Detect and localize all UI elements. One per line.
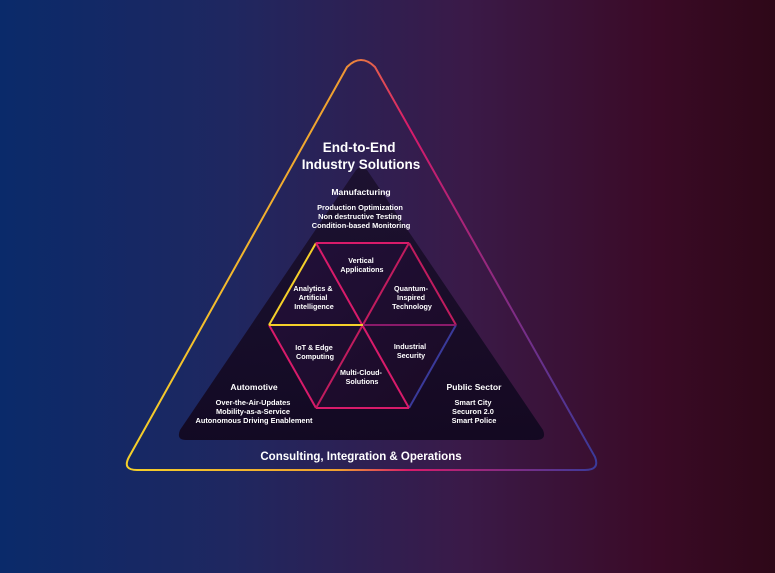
footer-consulting-label: Consulting, Integration & Operations bbox=[260, 451, 461, 463]
outer-triangle bbox=[125, 59, 598, 471]
automotive-items: Over-the-Air-Updates Mobility-as-a-Servi… bbox=[195, 398, 313, 425]
automotive-heading: Automotive bbox=[230, 382, 277, 392]
manufacturing-heading: Manufacturing bbox=[331, 187, 390, 197]
capability-hexagon bbox=[268, 242, 457, 409]
manufacturing-items: Production Optimization Non destructive … bbox=[312, 203, 411, 230]
hex-cell-multi-cloud-solutions: Multi-Cloud- Solutions bbox=[340, 368, 384, 386]
public-sector-items: Smart City Securon 2.0 Smart Police bbox=[452, 398, 497, 425]
hex-cell-analytics-ai: Analytics & Artificial Intelligence bbox=[293, 284, 334, 311]
public-sector-heading: Public Sector bbox=[447, 382, 503, 392]
hex-cell-iot-edge-computing: IoT & Edge Computing bbox=[295, 343, 335, 361]
hex-cell-quantum-inspired-technology: Quantum- Inspired Technology bbox=[392, 284, 432, 311]
hex-cell-industrial-security: Industrial Security bbox=[394, 342, 428, 360]
diagram-title: End-to-End Industry Solutions bbox=[302, 140, 421, 172]
hex-cell-vertical-applications: Vertical Applications bbox=[340, 256, 383, 274]
